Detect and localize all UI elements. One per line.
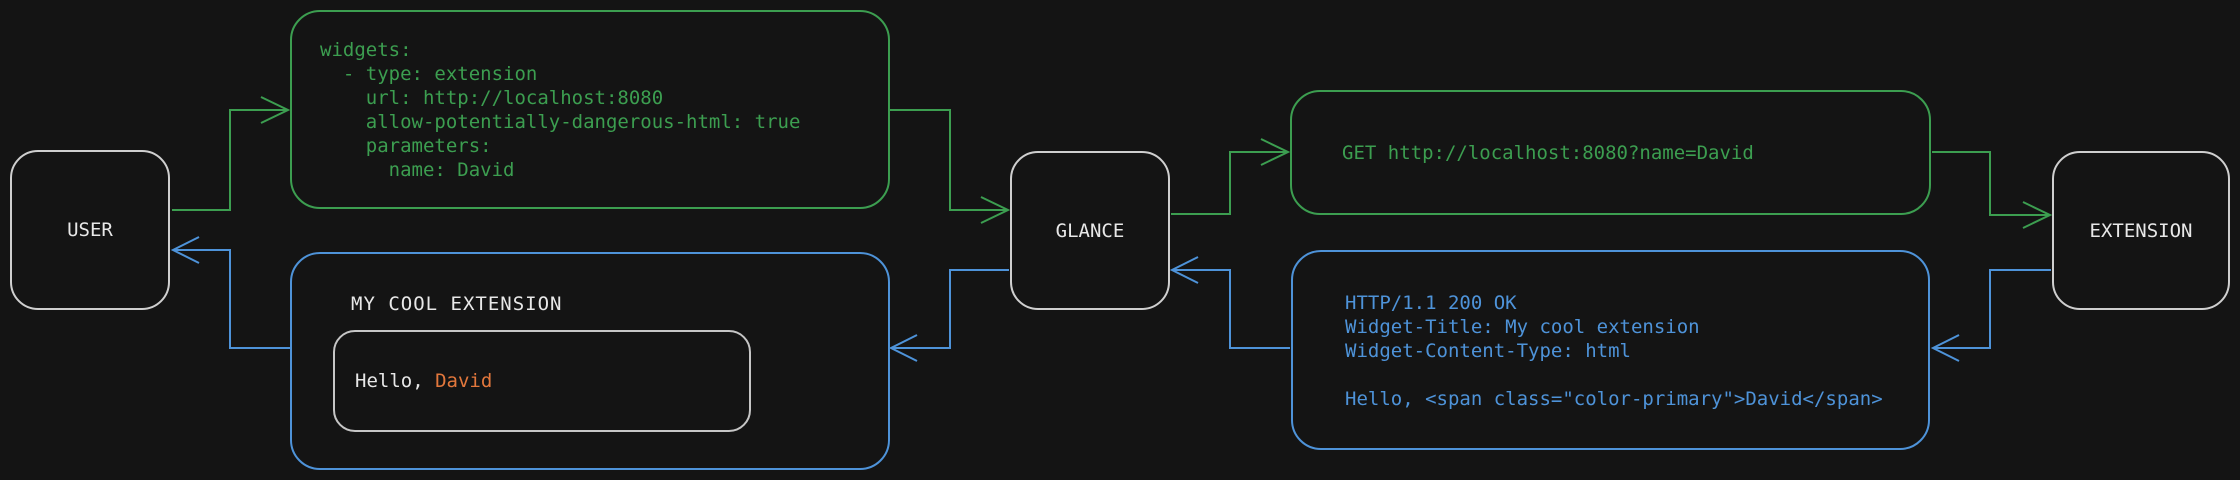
arrow-shaft <box>890 109 1006 211</box>
arrow-shaft <box>1935 269 2051 349</box>
arrow-response-to-glance <box>1169 256 1290 349</box>
arrow-request-to-extension <box>1932 151 2053 229</box>
node-extension: EXTENSION <box>2052 151 2230 310</box>
config-line: allow-potentially-dangerous-html: true <box>320 111 801 133</box>
response-line: Widget-Title: My cool extension <box>1345 316 1700 338</box>
arrow-head-icon <box>1169 256 1199 284</box>
response-line: Hello, <span class="color-primary">David… <box>1345 388 1883 410</box>
config-line: - type: extension <box>320 63 538 85</box>
arrow-glance-to-widget <box>888 269 1009 362</box>
arrow-head-icon <box>888 334 918 362</box>
config-line: name: David <box>320 159 515 181</box>
arrow-user-to-config <box>172 96 291 211</box>
config-line: parameters: <box>320 135 492 157</box>
arrow-config-to-glance <box>890 109 1011 224</box>
arrow-shaft <box>1932 151 2048 216</box>
arrow-head-icon <box>980 196 1011 224</box>
arrow-extension-to-response <box>1930 269 2051 362</box>
arrow-head-icon <box>1260 138 1291 166</box>
arrow-shaft <box>175 249 291 349</box>
node-user: USER <box>10 150 170 310</box>
request-line: GET http://localhost:8080?name=David <box>1342 141 1754 164</box>
node-user-label: USER <box>67 219 113 241</box>
node-glance: GLANCE <box>1010 151 1170 310</box>
widget-content-box: Hello, David <box>333 330 751 432</box>
response-line: HTTP/1.1 200 OK <box>1345 292 1517 314</box>
arrow-head-icon <box>2022 201 2053 229</box>
config-line: widgets: <box>320 39 412 61</box>
node-glance-label: GLANCE <box>1055 219 1125 242</box>
http-request-box: GET http://localhost:8080?name=David <box>1290 90 1931 215</box>
arrow-widget-to-user <box>170 236 291 349</box>
arrow-head-icon <box>1930 334 1960 362</box>
config-yaml-box: widgets: - type: extension url: http://l… <box>290 10 890 209</box>
widget-preview-box: MY COOL EXTENSION Hello, David <box>290 252 890 470</box>
arrow-shaft <box>172 109 286 211</box>
widget-title: MY COOL EXTENSION <box>351 293 563 315</box>
arrow-shaft <box>1174 269 1290 349</box>
greeting-name: David <box>435 370 493 392</box>
arrow-shaft <box>1171 151 1286 215</box>
config-line: url: http://localhost:8080 <box>320 87 664 109</box>
greeting-prefix: Hello, <box>355 370 436 392</box>
http-response-box: HTTP/1.1 200 OK Widget-Title: My cool ex… <box>1291 250 1930 450</box>
response-line: Widget-Content-Type: html <box>1345 340 1631 362</box>
node-extension-label: EXTENSION <box>2089 219 2193 242</box>
arrow-head-icon <box>170 236 200 264</box>
arrow-head-icon <box>260 96 291 124</box>
response-line <box>1345 363 1910 387</box>
arrow-shaft <box>893 269 1009 349</box>
arrow-glance-to-request <box>1171 138 1291 215</box>
